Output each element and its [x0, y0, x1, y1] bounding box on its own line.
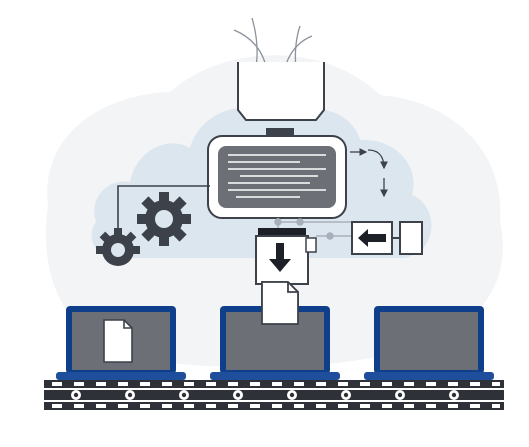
document-icon [103, 319, 133, 363]
processor-unit-icon [207, 135, 347, 219]
laptop-left [56, 306, 186, 380]
conveyor-belt-icon [44, 380, 504, 410]
processor-output-arrows [350, 148, 388, 198]
stamp-press-icon [255, 228, 317, 285]
gears-icon [96, 192, 191, 266]
laptop-right [364, 306, 494, 380]
pusher-arrow-icon [351, 221, 423, 255]
falling-document-overlay [261, 281, 299, 325]
gears-connector-line [117, 185, 210, 232]
